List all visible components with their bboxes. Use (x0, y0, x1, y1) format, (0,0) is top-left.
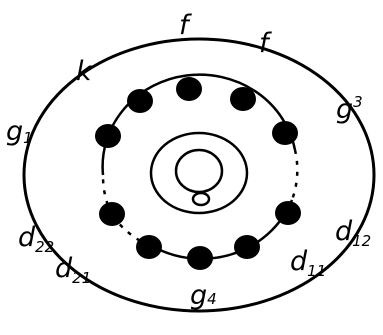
pin-4 (275, 201, 301, 225)
pins-group (95, 77, 301, 270)
label-d21: d21 (55, 253, 91, 287)
label-g1: g1 (6, 116, 33, 147)
label-k: k (76, 56, 93, 87)
pin-3 (272, 121, 298, 145)
pin-9 (95, 124, 121, 148)
pin-6 (187, 246, 213, 270)
outer-base-outline (22, 37, 376, 313)
pin-1 (176, 77, 202, 101)
pin-7 (136, 235, 162, 259)
center-key-inner-ring (174, 148, 224, 194)
label-g3: g3 (336, 93, 363, 125)
pin-circle-right-gap (290, 149, 299, 201)
label-f-left: f (179, 10, 192, 41)
label-d12: d12 (335, 216, 371, 250)
label-d22: d22 (18, 222, 54, 256)
label-g4: g4 (190, 280, 217, 311)
pin-8 (99, 202, 125, 226)
pin-2 (230, 87, 256, 111)
pin-5 (234, 235, 260, 259)
center-key-outer-ring (149, 131, 249, 215)
label-d11: d11 (290, 246, 326, 280)
center-key-notch (191, 191, 211, 207)
labels-group: f f k g1 g3 d22 d12 d21 d11 g4 (6, 10, 371, 311)
pin-10 (127, 89, 153, 113)
label-f-right: f (259, 28, 272, 59)
